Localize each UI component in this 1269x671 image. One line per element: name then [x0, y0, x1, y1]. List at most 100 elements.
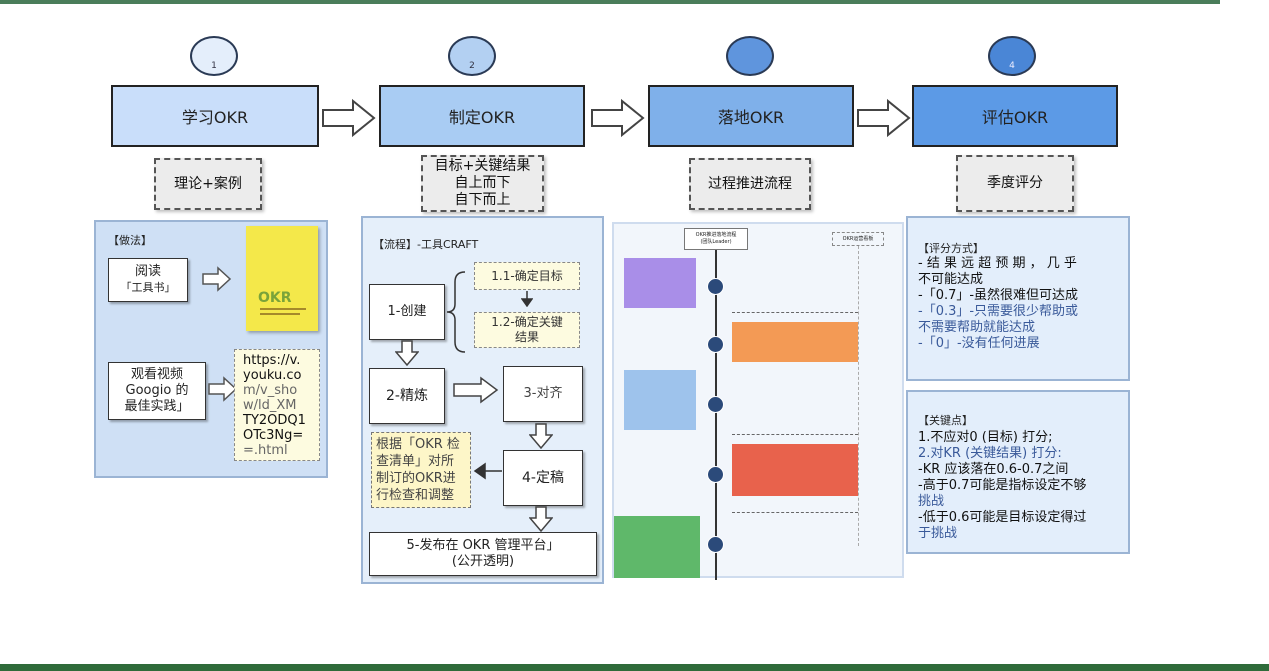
video-line: Googio 的 — [125, 383, 189, 398]
video-box: 观看视频 Googio 的 最佳实践」 — [108, 362, 206, 420]
sub-line: 自上而下 — [454, 175, 511, 191]
note-line: 根据「OKR 检 — [376, 437, 460, 452]
video-line: 观看视频 — [130, 367, 183, 382]
url-line: OTc3Ng= — [243, 427, 304, 443]
panel-heading: 【做法】 — [108, 234, 152, 247]
stage-title: 落地OKR — [717, 108, 785, 127]
red-card — [732, 444, 858, 496]
scoring-line: 不可能达成 — [918, 272, 984, 287]
sub-line: 自下而上 — [454, 192, 511, 208]
step-label: 4-定稿 — [522, 470, 564, 486]
step-refine: 2-精炼 — [369, 368, 445, 424]
green-card — [614, 516, 700, 578]
key-point-line: 于挑战 — [918, 526, 958, 541]
bottom-border — [0, 664, 1269, 671]
key-point-line: -KR 应该落在0.6-0.7之间 — [918, 462, 1069, 477]
step-label: (公开透明) — [451, 554, 515, 569]
key-point-line: -低于0.6可能是目标设定得过 — [918, 510, 1087, 525]
sub-label: 季度评分 — [987, 175, 1043, 191]
step-number: 4 — [1009, 61, 1015, 71]
lightblue-card — [624, 370, 696, 430]
sub-theory-cases: 理论+案例 — [154, 158, 262, 210]
side-title-box: OKR运营看板 — [832, 232, 884, 246]
step-define-objective: 1.1-确定目标 — [474, 262, 580, 290]
step-circle-3 — [726, 36, 774, 76]
key-point-line: 挑战 — [918, 494, 945, 509]
timeline-node — [707, 336, 724, 353]
note-line: 查清单」对所 — [376, 454, 455, 469]
url-line: w/ld_XM — [243, 397, 297, 413]
key-point-line: 1.不应对0 (目标) 打分; — [918, 430, 1053, 445]
url-line: =.html — [243, 442, 288, 458]
step-number: 2 — [469, 61, 475, 71]
step-define-key-results: 1.2-确定关键 结果 — [474, 312, 580, 348]
step-label: 5-发布在 OKR 管理平台」 — [406, 538, 560, 553]
flow-title: OKR推进落地流程 — [695, 232, 737, 238]
video-url: https://v. youku.co m/v_sho w/ld_XM TY2O… — [234, 349, 320, 461]
url-line: https://v. — [243, 352, 301, 368]
read-line: 「工具书」 — [120, 281, 176, 294]
scoring-text: - 结 果 远 超 预 期 ， 几 乎 不可能达成 -「0.7」-虽然很难但可达… — [918, 256, 1128, 352]
arrow-down-icon — [395, 340, 419, 366]
note-line: 制订的OKR进 — [376, 471, 456, 486]
arrow-down-icon — [529, 506, 553, 532]
url-line: youku.co — [243, 367, 302, 383]
panel-scoring-method: 【评分方式】 - 结 果 远 超 预 期 ， 几 乎 不可能达成 -「0.7」-… — [906, 216, 1130, 381]
panel-heading: 【流程】-工具CRAFT — [373, 238, 479, 251]
step-finalize: 4-定稿 — [503, 450, 583, 506]
stage-make-okr: 制定OKR — [379, 85, 585, 147]
step-label: 3-对齐 — [523, 386, 563, 401]
connector-line — [732, 434, 858, 435]
arrow-right-icon — [202, 266, 232, 292]
note-line: 行检查和调整 — [376, 488, 455, 503]
connector-line — [732, 512, 858, 513]
scoring-line: - 结 果 远 超 预 期 ， 几 乎 — [918, 256, 1077, 271]
read-line: 阅读 — [134, 264, 161, 279]
orange-card — [732, 322, 858, 362]
arrow-right-icon — [208, 376, 238, 402]
brace-icon — [446, 271, 466, 353]
purple-card — [624, 258, 696, 308]
stage-learn-okr: 学习OKR — [111, 85, 319, 147]
flow-title-box: OKR推进落地流程 (团队Leader) — [684, 228, 748, 250]
step-circle-4: 4 — [988, 36, 1036, 76]
arrow-left-icon — [473, 462, 502, 480]
arrow-down-icon — [529, 423, 553, 449]
video-line: 最佳实践」 — [124, 399, 190, 414]
key-points-text: 1.不应对0 (目标) 打分; 2.对KR (关键结果) 打分: -KR 应该落… — [918, 430, 1130, 542]
timeline-node — [707, 466, 724, 483]
key-point-line: -高于0.7可能是指标设定不够 — [918, 478, 1087, 493]
stage-title: 学习OKR — [181, 108, 249, 127]
step-label: 1.2-确定关键 — [491, 315, 563, 329]
scoring-line: -「0.3」-只需要很少帮助或 — [918, 304, 1079, 319]
url-line: TY2ODQ1 — [243, 412, 306, 428]
book-cover-image: OKR — [246, 226, 318, 331]
panel-heading: 【评分方式】 — [918, 242, 984, 255]
panel-heading: 【关键点】 — [918, 414, 973, 427]
step-label: 1.1-确定目标 — [491, 268, 563, 283]
sub-quarterly-score: 季度评分 — [956, 155, 1074, 212]
stage-land-okr: 落地OKR — [648, 85, 854, 147]
step-publish: 5-发布在 OKR 管理平台」 (公开透明) — [369, 532, 597, 576]
sub-process-flow: 过程推进流程 — [689, 158, 811, 210]
timeline-node — [707, 396, 724, 413]
check-list-note: 根据「OKR 检 查清单」对所 制订的OKR进 行检查和调整 — [371, 432, 471, 508]
arrow-down-icon — [521, 291, 533, 307]
stage-title: 制定OKR — [448, 108, 516, 127]
scoring-line: -「0」-没有任何进展 — [918, 336, 1040, 351]
stage-title: 评估OKR — [981, 108, 1049, 127]
step-align: 3-对齐 — [503, 366, 583, 422]
step-label: 1-创建 — [387, 304, 427, 319]
arrow-right-icon — [322, 98, 376, 138]
scoring-line: 不需要帮助就能达成 — [918, 320, 1036, 335]
sub-line: 目标+关键结果 — [434, 158, 531, 174]
panel-methods: 【做法】 阅读 「工具书」 OKR 观看视频 Googio 的 最佳实践」 ht… — [94, 220, 328, 478]
connector-line — [732, 312, 858, 313]
panel-flow-chart: OKR推进落地流程 (团队Leader) OKR运营看板 — [612, 222, 904, 580]
read-box: 阅读 「工具书」 — [108, 258, 188, 302]
arrow-right-icon — [591, 98, 645, 138]
arrow-right-icon — [453, 376, 499, 404]
timeline — [715, 250, 717, 580]
key-point-line: 2.对KR (关键结果) 打分: — [918, 446, 1062, 461]
stage-evaluate-okr: 评估OKR — [912, 85, 1118, 147]
